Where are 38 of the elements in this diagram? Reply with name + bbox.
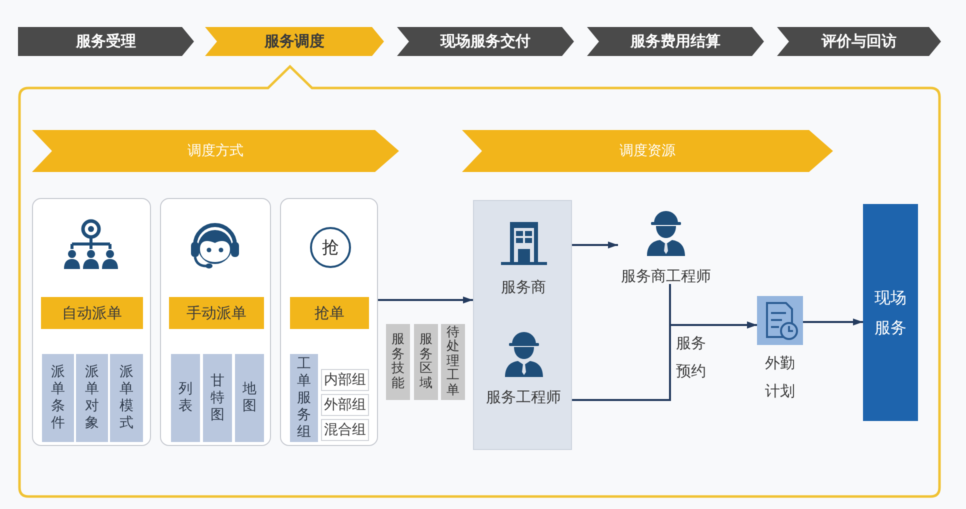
process-step: 服务费用结算 [587,27,764,56]
process-step: 服务受理 [18,27,194,56]
process-step: 评价与回访 [777,27,941,56]
vertical-tag: 工单服务组 [290,354,318,442]
target-box: 现场服务 [863,204,918,421]
title-box: 手动派单 [169,297,264,329]
arrow [378,296,473,304]
method-card [280,198,378,446]
vertical-tag: 地图 [235,354,264,442]
arrow [572,242,618,248]
resource-panel [473,200,572,450]
arrow [572,322,757,401]
vertical-tag: 派单对象 [76,354,108,442]
method-card [32,198,151,446]
title-box: 抢单 [290,297,369,329]
section-banner: 调度方式 [32,130,399,172]
method-card [160,198,271,446]
section-banner: 调度资源 [462,130,833,172]
vertical-tag: 甘特图 [203,354,232,442]
group-tag: 内部组 [321,369,369,391]
vertical-tag: 服务区域 [414,324,438,400]
vertical-tag: 派单模式 [110,354,143,442]
process-step: 服务调度 [205,27,384,56]
group-tag: 混合组 [321,419,369,441]
title-box: 自动派单 [41,297,143,329]
vertical-tag: 列表 [171,354,200,442]
group-tag: 外部组 [321,394,369,416]
arrow [803,318,863,326]
character-circle: 抢 [310,227,351,268]
vertical-tag: 服务技能 [386,324,410,400]
node-label: 外勤计划 [764,353,796,402]
node-label: 服务商工程师 [621,266,711,286]
node-label: 服务商 [501,277,546,297]
vertical-tag: 待处理工单 [441,324,465,400]
node-label: 服务工程师 [486,387,561,407]
vertical-tag: 派单条件 [42,354,74,442]
process-step: 现场服务交付 [397,27,574,56]
panel-frame [18,64,941,498]
